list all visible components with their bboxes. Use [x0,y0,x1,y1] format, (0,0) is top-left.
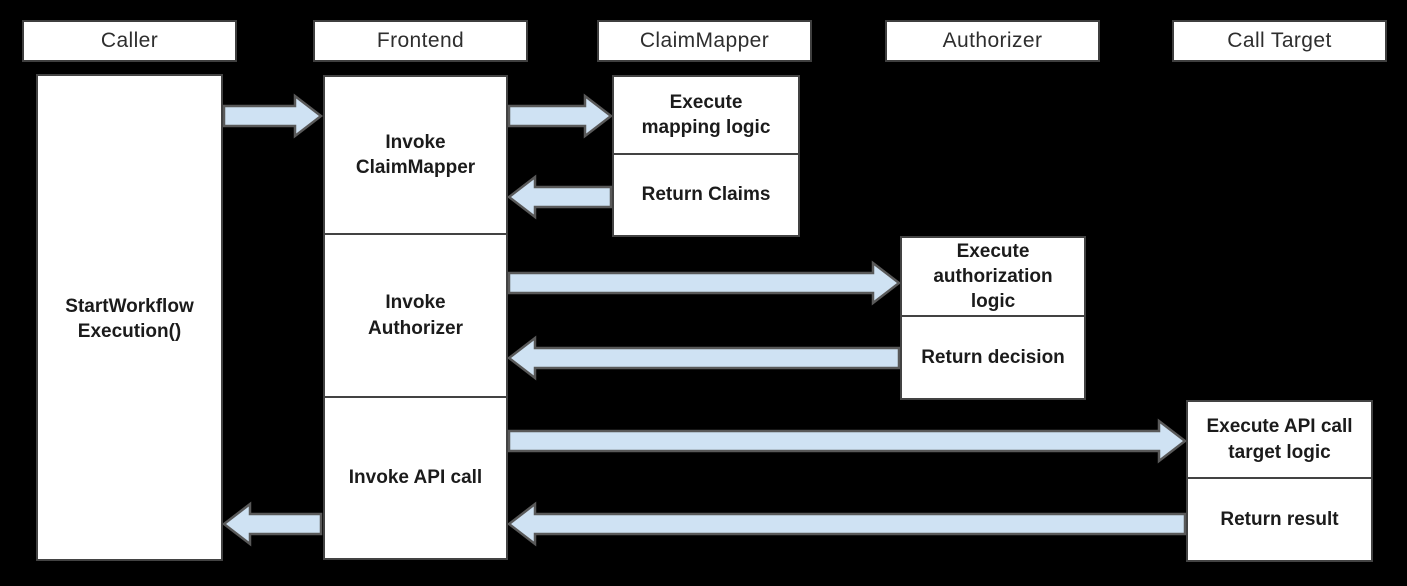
arrow-calltarget-to-frontend [506,501,1187,547]
actor-label: ClaimMapper [639,29,770,52]
actor-header-caller: Caller [22,20,237,62]
task-invoke-authorizer: Invoke Authorizer [323,233,508,398]
task-invoke-api-call: Invoke API call [323,396,508,560]
task-return-result: Return result [1186,477,1373,562]
actor-label: Frontend [376,29,465,52]
arrow-frontend-to-claimmapper [507,93,614,139]
task-return-claims: Return Claims [612,153,800,237]
task-execute-mapping-logic: Execute mapping logic [612,75,800,155]
task-label: Return result [1220,508,1339,530]
task-return-decision: Return decision [900,315,1086,400]
actor-label: Call Target [1227,29,1332,52]
task-label: Return Claims [641,184,771,206]
actor-label: Caller [100,29,159,52]
task-execute-api-call-target-logic: Execute API call target logic [1186,400,1373,479]
arrow-frontend-to-calltarget [507,418,1188,464]
actor-label: Authorizer [942,29,1043,52]
task-label: StartWorkflow Execution() [65,296,194,343]
actor-header-claimmapper: ClaimMapper [597,20,812,62]
task-label: Return decision [921,346,1065,368]
actor-header-calltarget: Call Target [1172,20,1387,62]
arrow-caller-to-frontend [222,93,324,139]
arrow-frontend-to-authorizer [507,260,902,306]
arrow-claimmapper-to-frontend [506,174,613,220]
task-label: Execute API call target logic [1206,416,1353,463]
task-startworkflowexecution: StartWorkflow Execution() [36,74,223,561]
actor-header-authorizer: Authorizer [885,20,1100,62]
task-execute-authorization-logic: Execute authorization logic [900,236,1086,317]
arrow-authorizer-to-frontend [506,335,901,381]
task-label: Invoke API call [348,467,483,489]
actor-header-frontend: Frontend [313,20,528,62]
arrow-frontend-to-caller [221,501,323,547]
task-label: Invoke ClaimMapper [355,131,476,178]
task-label: Execute mapping logic [641,91,771,138]
task-label: Invoke Authorizer [368,292,463,339]
task-label: Execute authorization logic [933,240,1053,313]
task-invoke-claimmapper: Invoke ClaimMapper [323,75,508,235]
